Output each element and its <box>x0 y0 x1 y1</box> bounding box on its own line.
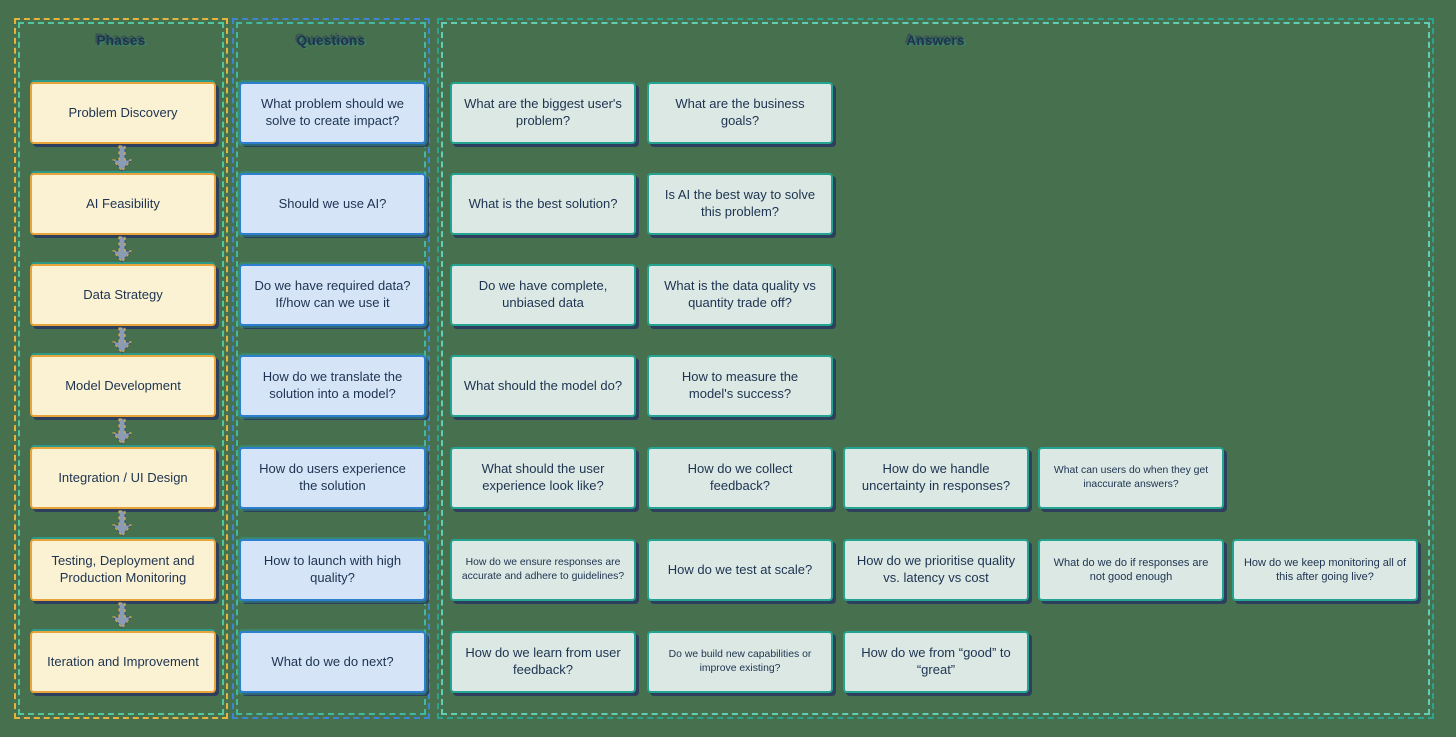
question-box: Do we have required data? If/how can we … <box>239 264 426 326</box>
question-box: What problem should we solve to create i… <box>239 82 426 144</box>
question-box: How do we translate the solution into a … <box>239 355 426 417</box>
answer-box: Is AI the best way to solve this problem… <box>647 173 833 235</box>
phase-box: AI Feasibility <box>30 173 216 235</box>
answer-box: Do we have complete, unbiased data <box>450 264 636 326</box>
answer-box: What should the model do? <box>450 355 636 417</box>
answer-box: How do we test at scale? <box>647 539 833 601</box>
answers-column <box>437 18 1434 719</box>
questions-column <box>232 18 430 719</box>
question-box: Should we use AI? <box>239 173 426 235</box>
phase-box: Integration / UI Design <box>30 447 216 509</box>
answer-box: How to measure the model's success? <box>647 355 833 417</box>
phase-box: Iteration and Improvement <box>30 631 216 693</box>
down-arrow-icon <box>111 327 133 354</box>
answer-box: How do we prioritise quality vs. latency… <box>843 539 1029 601</box>
answer-box: How do we from “good” to “great” <box>843 631 1029 693</box>
answer-box: How do we collect feedback? <box>647 447 833 509</box>
answer-box: How do we ensure responses are accurate … <box>450 539 636 601</box>
down-arrow-icon <box>111 236 133 263</box>
answer-box: What are the biggest user's problem? <box>450 82 636 144</box>
down-arrow-icon <box>111 510 133 537</box>
answer-box: How do we learn from user feedback? <box>450 631 636 693</box>
questions-column-header: Questions <box>296 32 366 48</box>
question-box: What do we do next? <box>239 631 426 693</box>
answer-box: What can users do when they get inaccura… <box>1038 447 1224 509</box>
answer-box: What should the user experience look lik… <box>450 447 636 509</box>
question-box: How to launch with high quality? <box>239 539 426 601</box>
phases-column <box>14 18 228 719</box>
answer-box: What is the data quality vs quantity tra… <box>647 264 833 326</box>
answer-box: What are the business goals? <box>647 82 833 144</box>
phase-box: Data Strategy <box>30 264 216 326</box>
down-arrow-icon <box>111 145 133 172</box>
phase-box: Problem Discovery <box>30 82 216 144</box>
phases-column-header: Phases <box>96 32 146 48</box>
answer-box: What do we do if responses are not good … <box>1038 539 1224 601</box>
down-arrow-icon <box>111 418 133 445</box>
answer-box: How do we handle uncertainty in response… <box>843 447 1029 509</box>
down-arrow-icon <box>111 602 133 629</box>
phase-box: Model Development <box>30 355 216 417</box>
answer-box: What is the best solution? <box>450 173 636 235</box>
answer-box: Do we build new capabilities or improve … <box>647 631 833 693</box>
phase-box: Testing, Deployment and Production Monit… <box>30 539 216 601</box>
answers-column-header: Answers <box>906 32 965 48</box>
answer-box: How do we keep monitoring all of this af… <box>1232 539 1418 601</box>
question-box: How do users experience the solution <box>239 447 426 509</box>
